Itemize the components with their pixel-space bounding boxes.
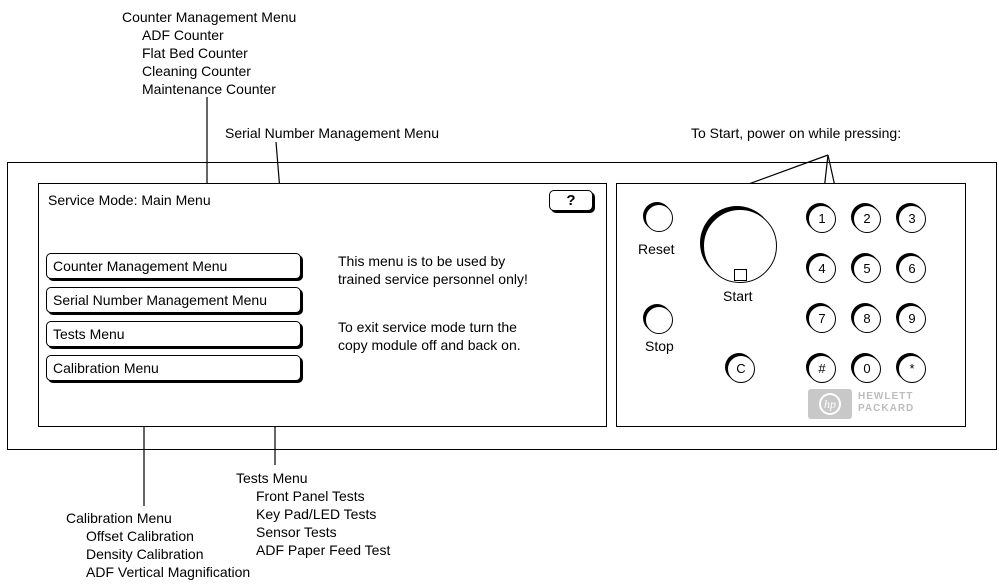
counter-menu-callout-title: Counter Management Menu [122,9,297,25]
control-panel [7,162,997,450]
maintenance-counter-label: Maintenance Counter [142,81,276,97]
key-6[interactable]: 6 [898,255,926,283]
key-4[interactable]: 4 [808,255,836,283]
key-7[interactable]: 7 [808,305,836,333]
exit-instructions-line-1: To exit service mode turn the [338,319,517,335]
density-calibration-label: Density Calibration [86,546,204,562]
key-3[interactable]: 3 [898,205,926,233]
tests-menu-button[interactable]: Tests Menu [46,321,301,347]
exit-instructions-line-2: copy module off and back on. [338,337,521,353]
clear-key[interactable]: C [727,355,755,383]
adf-paper-feed-test-label: ADF Paper Feed Test [256,542,391,558]
reset-key-label: Reset [638,241,675,257]
serial-menu-callout: Serial Number Management Menu [225,125,439,141]
front-panel-tests-label: Front Panel Tests [256,488,365,504]
help-button[interactable]: ? [549,190,593,211]
restricted-use-notice-line-1: This menu is to be used by [338,253,506,269]
stop-key[interactable] [645,306,673,334]
restricted-use-notice-line-2: trained service personnel only! [338,271,528,287]
key-5[interactable]: 5 [853,255,881,283]
offset-calibration-label: Offset Calibration [86,528,194,544]
start-key-label: Start [723,288,753,304]
key-hash[interactable]: # [808,355,836,383]
counter-management-menu-button[interactable]: Counter Management Menu [46,253,301,279]
svg-text:hp: hp [824,397,836,411]
hp-wordmark-line-2: PACKARD [858,403,915,414]
calibration-menu-button[interactable]: Calibration Menu [46,355,301,381]
flat-bed-counter-label: Flat Bed Counter [142,45,248,61]
start-indicator-led [734,269,747,281]
tests-menu-callout-title: Tests Menu [236,470,308,486]
exit-instructions-notice: To exit service mode turn the copy modul… [338,318,521,354]
key-0[interactable]: 0 [853,355,881,383]
cleaning-counter-label: Cleaning Counter [142,63,251,79]
sensor-tests-label: Sensor Tests [256,524,337,540]
key-asterisk[interactable]: * [898,355,926,383]
reset-key[interactable] [645,204,673,232]
counter-menu-callout: Counter Management Menu ADF Counter Flat… [122,8,296,98]
hp-wordmark-line-1: HEWLETT [858,391,914,402]
hp-logo-icon: hp [808,389,852,419]
tests-menu-callout: Tests Menu Front Panel Tests Key Pad/LED… [236,469,390,559]
key-8[interactable]: 8 [853,305,881,333]
key-2[interactable]: 2 [853,205,881,233]
serial-number-management-menu-button[interactable]: Serial Number Management Menu [46,287,301,313]
calibration-menu-callout: Calibration Menu Offset Calibration Dens… [66,509,250,581]
hp-wordmark: HEWLETT PACKARD [858,391,914,415]
key-1[interactable]: 1 [808,205,836,233]
calibration-menu-callout-title: Calibration Menu [66,510,172,526]
key-9[interactable]: 9 [898,305,926,333]
screen-title: Service Mode: Main Menu [48,192,211,208]
keypad-led-tests-label: Key Pad/LED Tests [256,506,377,522]
start-instruction-callout: To Start, power on while pressing: [691,125,902,141]
adf-vertical-magnification-label: ADF Vertical Magnification [86,564,251,580]
restricted-use-notice: This menu is to be used by trained servi… [338,252,528,288]
stop-key-label: Stop [645,338,674,354]
adf-counter-label: ADF Counter [142,27,224,43]
